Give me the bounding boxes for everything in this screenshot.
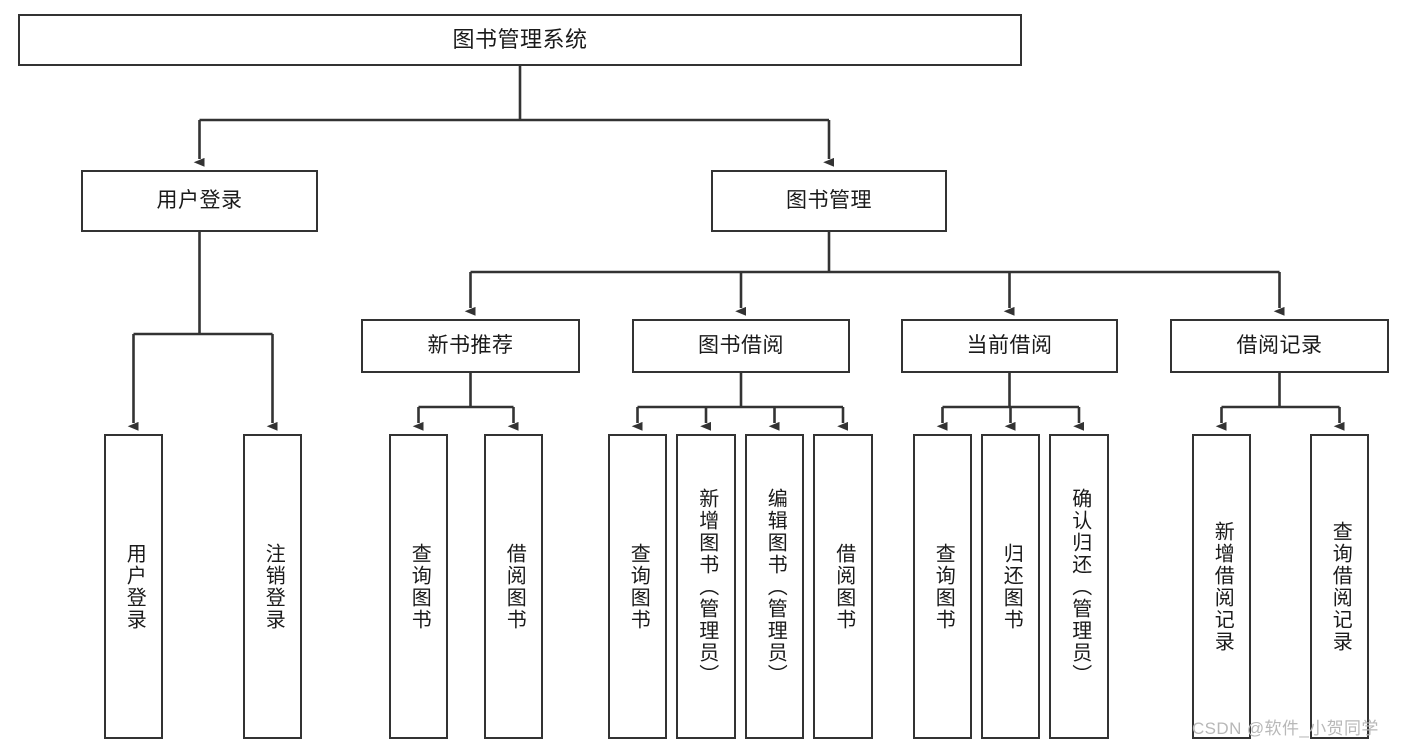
node-label-leaf-add-book: 新增图书（管理员） [695,487,718,686]
node-leaf-add-book[interactable]: 新增图书（管理员） [676,434,736,739]
node-label-borrow-record: 借阅记录 [1236,333,1323,357]
node-label-new-book-rec: 新书推荐 [427,333,514,357]
node-leaf-logout[interactable]: 注销登录 [243,434,302,739]
node-leaf-query-book-1[interactable]: 查询图书 [389,434,448,739]
node-label-book-borrow: 图书借阅 [698,333,784,357]
node-label-leaf-edit-book: 编辑图书（管理员） [764,487,787,686]
node-leaf-borrow-book-2[interactable]: 借阅图书 [813,434,873,739]
node-leaf-query-record[interactable]: 查询借阅记录 [1310,434,1369,739]
node-label-leaf-query-book-2: 查询图书 [627,542,650,631]
node-borrow-record[interactable]: 借阅记录 [1170,319,1389,373]
node-label-leaf-logout: 注销登录 [262,542,285,631]
node-label-leaf-user-login: 用户登录 [123,542,146,631]
node-label-current-borrow: 当前借阅 [966,333,1053,357]
node-label-book-manage: 图书管理 [786,188,872,212]
node-current-borrow[interactable]: 当前借阅 [901,319,1118,373]
node-label-leaf-borrow-book-1: 借阅图书 [503,542,526,631]
node-user-login[interactable]: 用户登录 [81,170,318,232]
node-book-borrow[interactable]: 图书借阅 [632,319,850,373]
node-new-book-rec[interactable]: 新书推荐 [361,319,580,373]
node-leaf-user-login[interactable]: 用户登录 [104,434,163,739]
node-leaf-query-book-3[interactable]: 查询图书 [913,434,972,739]
connector-lines [127,66,1345,431]
node-label-user-login: 用户登录 [156,188,243,212]
node-leaf-add-record[interactable]: 新增借阅记录 [1192,434,1251,739]
node-leaf-return-book[interactable]: 归还图书 [981,434,1040,739]
node-leaf-confirm-return[interactable]: 确认归还（管理员） [1049,434,1109,739]
node-leaf-borrow-book-1[interactable]: 借阅图书 [484,434,543,739]
node-leaf-query-book-2[interactable]: 查询图书 [608,434,667,739]
node-book-manage[interactable]: 图书管理 [711,170,947,232]
node-label-root: 图书管理系统 [452,27,588,53]
node-label-leaf-query-book-3: 查询图书 [932,542,955,631]
csdn-watermark: CSDN @软件_小贺同学 [1192,719,1379,738]
node-label-leaf-add-record: 新增借阅记录 [1211,520,1234,653]
node-label-leaf-return-book: 归还图书 [1000,542,1023,631]
node-label-leaf-confirm-return: 确认归还（管理员） [1068,487,1091,686]
node-root[interactable]: 图书管理系统 [18,14,1022,66]
node-label-leaf-query-book-1: 查询图书 [408,542,431,631]
node-leaf-edit-book[interactable]: 编辑图书（管理员） [745,434,804,739]
node-label-leaf-query-record: 查询借阅记录 [1329,520,1352,653]
node-label-leaf-borrow-book-2: 借阅图书 [832,542,855,631]
